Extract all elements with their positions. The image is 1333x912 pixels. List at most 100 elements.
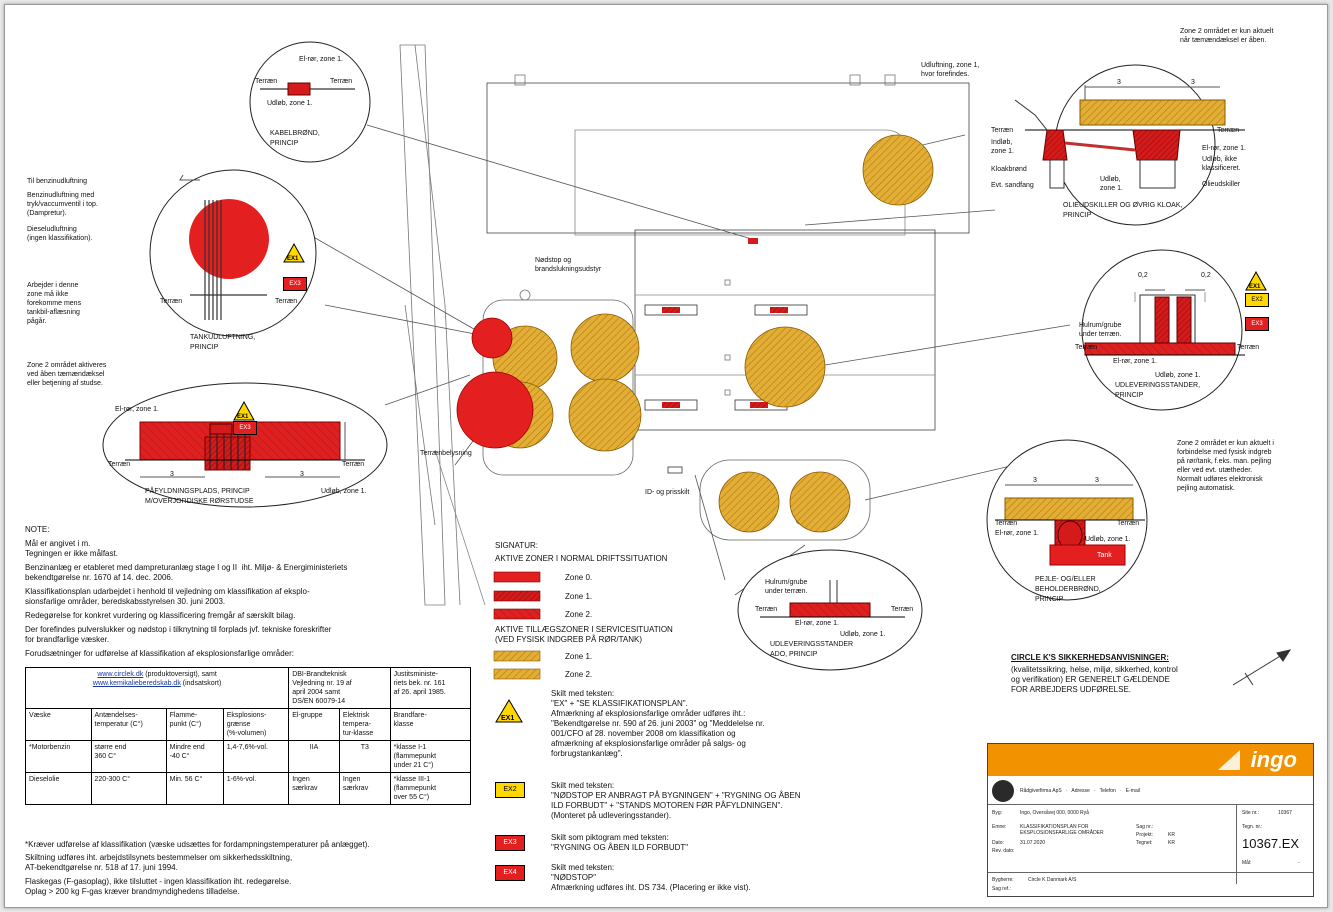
ex3-sign: EX3: [283, 277, 307, 291]
legend-swatches: [493, 571, 541, 680]
kabel-terraen-left: Terræn: [255, 78, 278, 85]
notes-line: Tegningen er ikke målfast.: [25, 549, 118, 558]
table-header: Flamme- punkt (C°): [165, 708, 224, 741]
detail-tankudluftning: [149, 169, 317, 337]
paafyld-zone2-note: Zone 2 området aktiveres ved åben tæmænd…: [27, 362, 107, 387]
service-zone-circle: [570, 313, 640, 383]
ado-terraen-right: Terræn: [891, 606, 914, 613]
classification-plan-drawing: [102, 41, 1292, 686]
paafyld-title-2: M/OVERJORDISKE RØRSTUDSE: [145, 498, 254, 505]
leader-lines: [309, 124, 1071, 596]
service-zone-circle: [862, 134, 934, 206]
tank-til-benzin: Til benzinudluftning: [27, 178, 88, 185]
notes-line: Der forefindes pulverslukker og nødstop …: [25, 625, 332, 644]
olie-elroer: El-rør, zone 1.: [1202, 145, 1246, 152]
table-header: Væske: [25, 708, 92, 741]
pejle-zone2-note: Zone 2 området er kun aktuelt i forbinde…: [1177, 440, 1274, 492]
tb-tegnet-value: KR: [1168, 840, 1175, 846]
kabel-title: KABELBRØND,: [270, 130, 320, 137]
tb-rev-label: Rev. dato:: [992, 848, 1015, 854]
olie-indloeb: Indløb, zone 1.: [991, 139, 1014, 155]
tb-tegn-label: Tegn. nr.:: [1242, 824, 1263, 830]
table-cell: Dieselolie: [25, 772, 92, 805]
plan-terraenbelysning-label: Terrænbelysning: [420, 450, 472, 457]
pejle-title-2: BEHOLDERBRØND,: [1035, 586, 1101, 593]
service-zone-circle: [789, 471, 851, 533]
ado-title: UDLEVERINGSSTANDER: [770, 641, 854, 648]
table-header: Brandfare- klasse: [389, 708, 472, 741]
classification-table: www.circlek.dk (produktoversigt), samt w…: [24, 667, 472, 805]
table-row: Dieselolie 220-300 C° Min. 56 C° 1-6%-vo…: [25, 772, 472, 805]
tank-diesel-label: Dieseludluftning (ingen klassifikation).: [27, 226, 93, 242]
notes-line: Klassifikationsplan udarbejdet i henhold…: [25, 587, 310, 606]
olie-terraen-right: Terræn: [1217, 127, 1240, 134]
svg-text:EX1: EX1: [1249, 284, 1261, 290]
olie-kloak: Kloakbrønd: [991, 166, 1027, 173]
tb-projekt-value: KR: [1168, 832, 1175, 838]
tank-terraen-left: Terræn: [160, 298, 183, 305]
ex3-sign: EX3: [1245, 317, 1269, 331]
tb-sag-ref-label: Sag ref.:: [992, 886, 1011, 892]
udlev-elroer: El-rør, zone 1.: [1113, 358, 1157, 365]
table-cell: Mindre end -40 C°: [165, 740, 224, 773]
table-cell: større end 360 C°: [90, 740, 167, 773]
olie-dim2: 3: [1191, 79, 1195, 86]
paafyld-terraen-left: Terræn: [108, 461, 131, 468]
ado-terraen-left: Terræn: [755, 606, 778, 613]
circlek-safety-body: (kvalitetssikring, helse, miljø, sikkerh…: [1011, 665, 1178, 694]
legend-zone1-label: Zone 1.: [565, 592, 593, 601]
tb-dato-value: 31.07.2020: [1020, 840, 1046, 846]
pejle-terraen-left: Terræn: [995, 520, 1018, 527]
tank-terraen-right: Terræn: [275, 298, 298, 305]
drawing-sheet: EX1 EX3 EX1 EX3 EX1 EX2 EX3 EX1 EX2 EX3 …: [4, 4, 1328, 908]
table-header: El-gruppe: [288, 708, 340, 741]
legend-zone0-swatch: [493, 571, 541, 583]
table-cell-dbi: DBI-Brandteknisk Vejledning nr. 19 af ap…: [288, 667, 391, 709]
notes-heading: NOTE:: [25, 525, 50, 534]
service-zone-circle: [718, 471, 780, 533]
table-cell: 1,4-7,6%-vol.: [222, 740, 290, 773]
paafyld-udloeb: Udløb, zone 1.: [321, 488, 367, 495]
ingo-logo: ingo: [1250, 747, 1297, 772]
ex3-sign: EX3: [233, 421, 257, 435]
ex1-warning-sign: EX1: [283, 242, 305, 268]
notes-line: Benzinanlæg er etableret med dampreturan…: [25, 563, 348, 582]
circlek-safety-heading: CIRCLE K'S SIKKERHEDSANVISNINGER:: [1011, 653, 1169, 662]
olie-dim1: 3: [1117, 79, 1121, 86]
paafyld-elroer: El-rør, zone 1.: [115, 406, 159, 413]
notes-line: Forudsætninger for udførelse af klassifi…: [25, 649, 295, 658]
pejle-udloeb: Udløb, zone 1.: [1085, 536, 1131, 543]
table-cell: Ingen særkrav: [288, 772, 340, 805]
legend-service-heading: AKTIVE TILLÆGSZONER I SERVICESITUATION (…: [495, 625, 673, 644]
title-block-banner: ingo: [988, 744, 1313, 776]
pejle-terraen-right: Terræn: [1117, 520, 1140, 527]
circlek-link[interactable]: www.circlek.dk: [97, 671, 144, 678]
olie-udloeb: Udløb, zone 1.: [1100, 176, 1123, 192]
table-cell: *klasse I-1 (flammepunkt under 21 C°): [389, 740, 472, 773]
table-row: *Motorbenzin større end 360 C° Mindre en…: [25, 740, 472, 773]
kemikalieberedskab-link[interactable]: www.kemikalieberedskab.dk: [92, 680, 181, 687]
zone0-circle: [471, 317, 513, 359]
tank-title-2: PRINCIP: [190, 344, 219, 351]
legend-ex3-sign: EX3: [495, 835, 525, 851]
ex1-warning-sign: EX1: [1245, 270, 1267, 296]
udlev-hulrum: Hulrum/grube under terræn.: [1079, 322, 1122, 338]
legend-zone2-label: Zone 2.: [565, 610, 593, 619]
table-cell: *klasse III-1 (flammepunkt over 55 C°): [389, 772, 472, 805]
tb-bygherre-label: Bygherre:: [992, 877, 1014, 883]
tb-site-label: Site nr.:: [1242, 810, 1259, 816]
service-zone-circle: [744, 326, 826, 408]
table-header-row: Væske Antændelses- temperatur (C°) Flamm…: [25, 708, 472, 741]
detail-paafyldningsplads: [102, 382, 388, 508]
legend-active-heading: AKTIVE ZONER I NORMAL DRIFTSSITUATION: [495, 554, 668, 563]
paafyld-terraen-right: Terræn: [342, 461, 365, 468]
table-cell: 1-6%-vol.: [222, 772, 290, 805]
footnote: Flaskegas (F-gasoplag), ikke tilsluttet …: [25, 877, 292, 896]
table-cell: *Motorbenzin: [25, 740, 92, 773]
legend-service-zone1-label: Zone 1.: [565, 652, 593, 661]
tank-benzin-label: Benzinudluftning med tryk/vaccumventil i…: [27, 192, 98, 217]
paafyld-dim1: 3: [170, 471, 174, 478]
udlev-dim1: 0,2: [1138, 272, 1148, 279]
table-header: Antændelses- temperatur (C°): [90, 708, 167, 741]
olie-zone2-note: Zone 2 området er kun aktuelt når tæmænd…: [1180, 28, 1274, 44]
